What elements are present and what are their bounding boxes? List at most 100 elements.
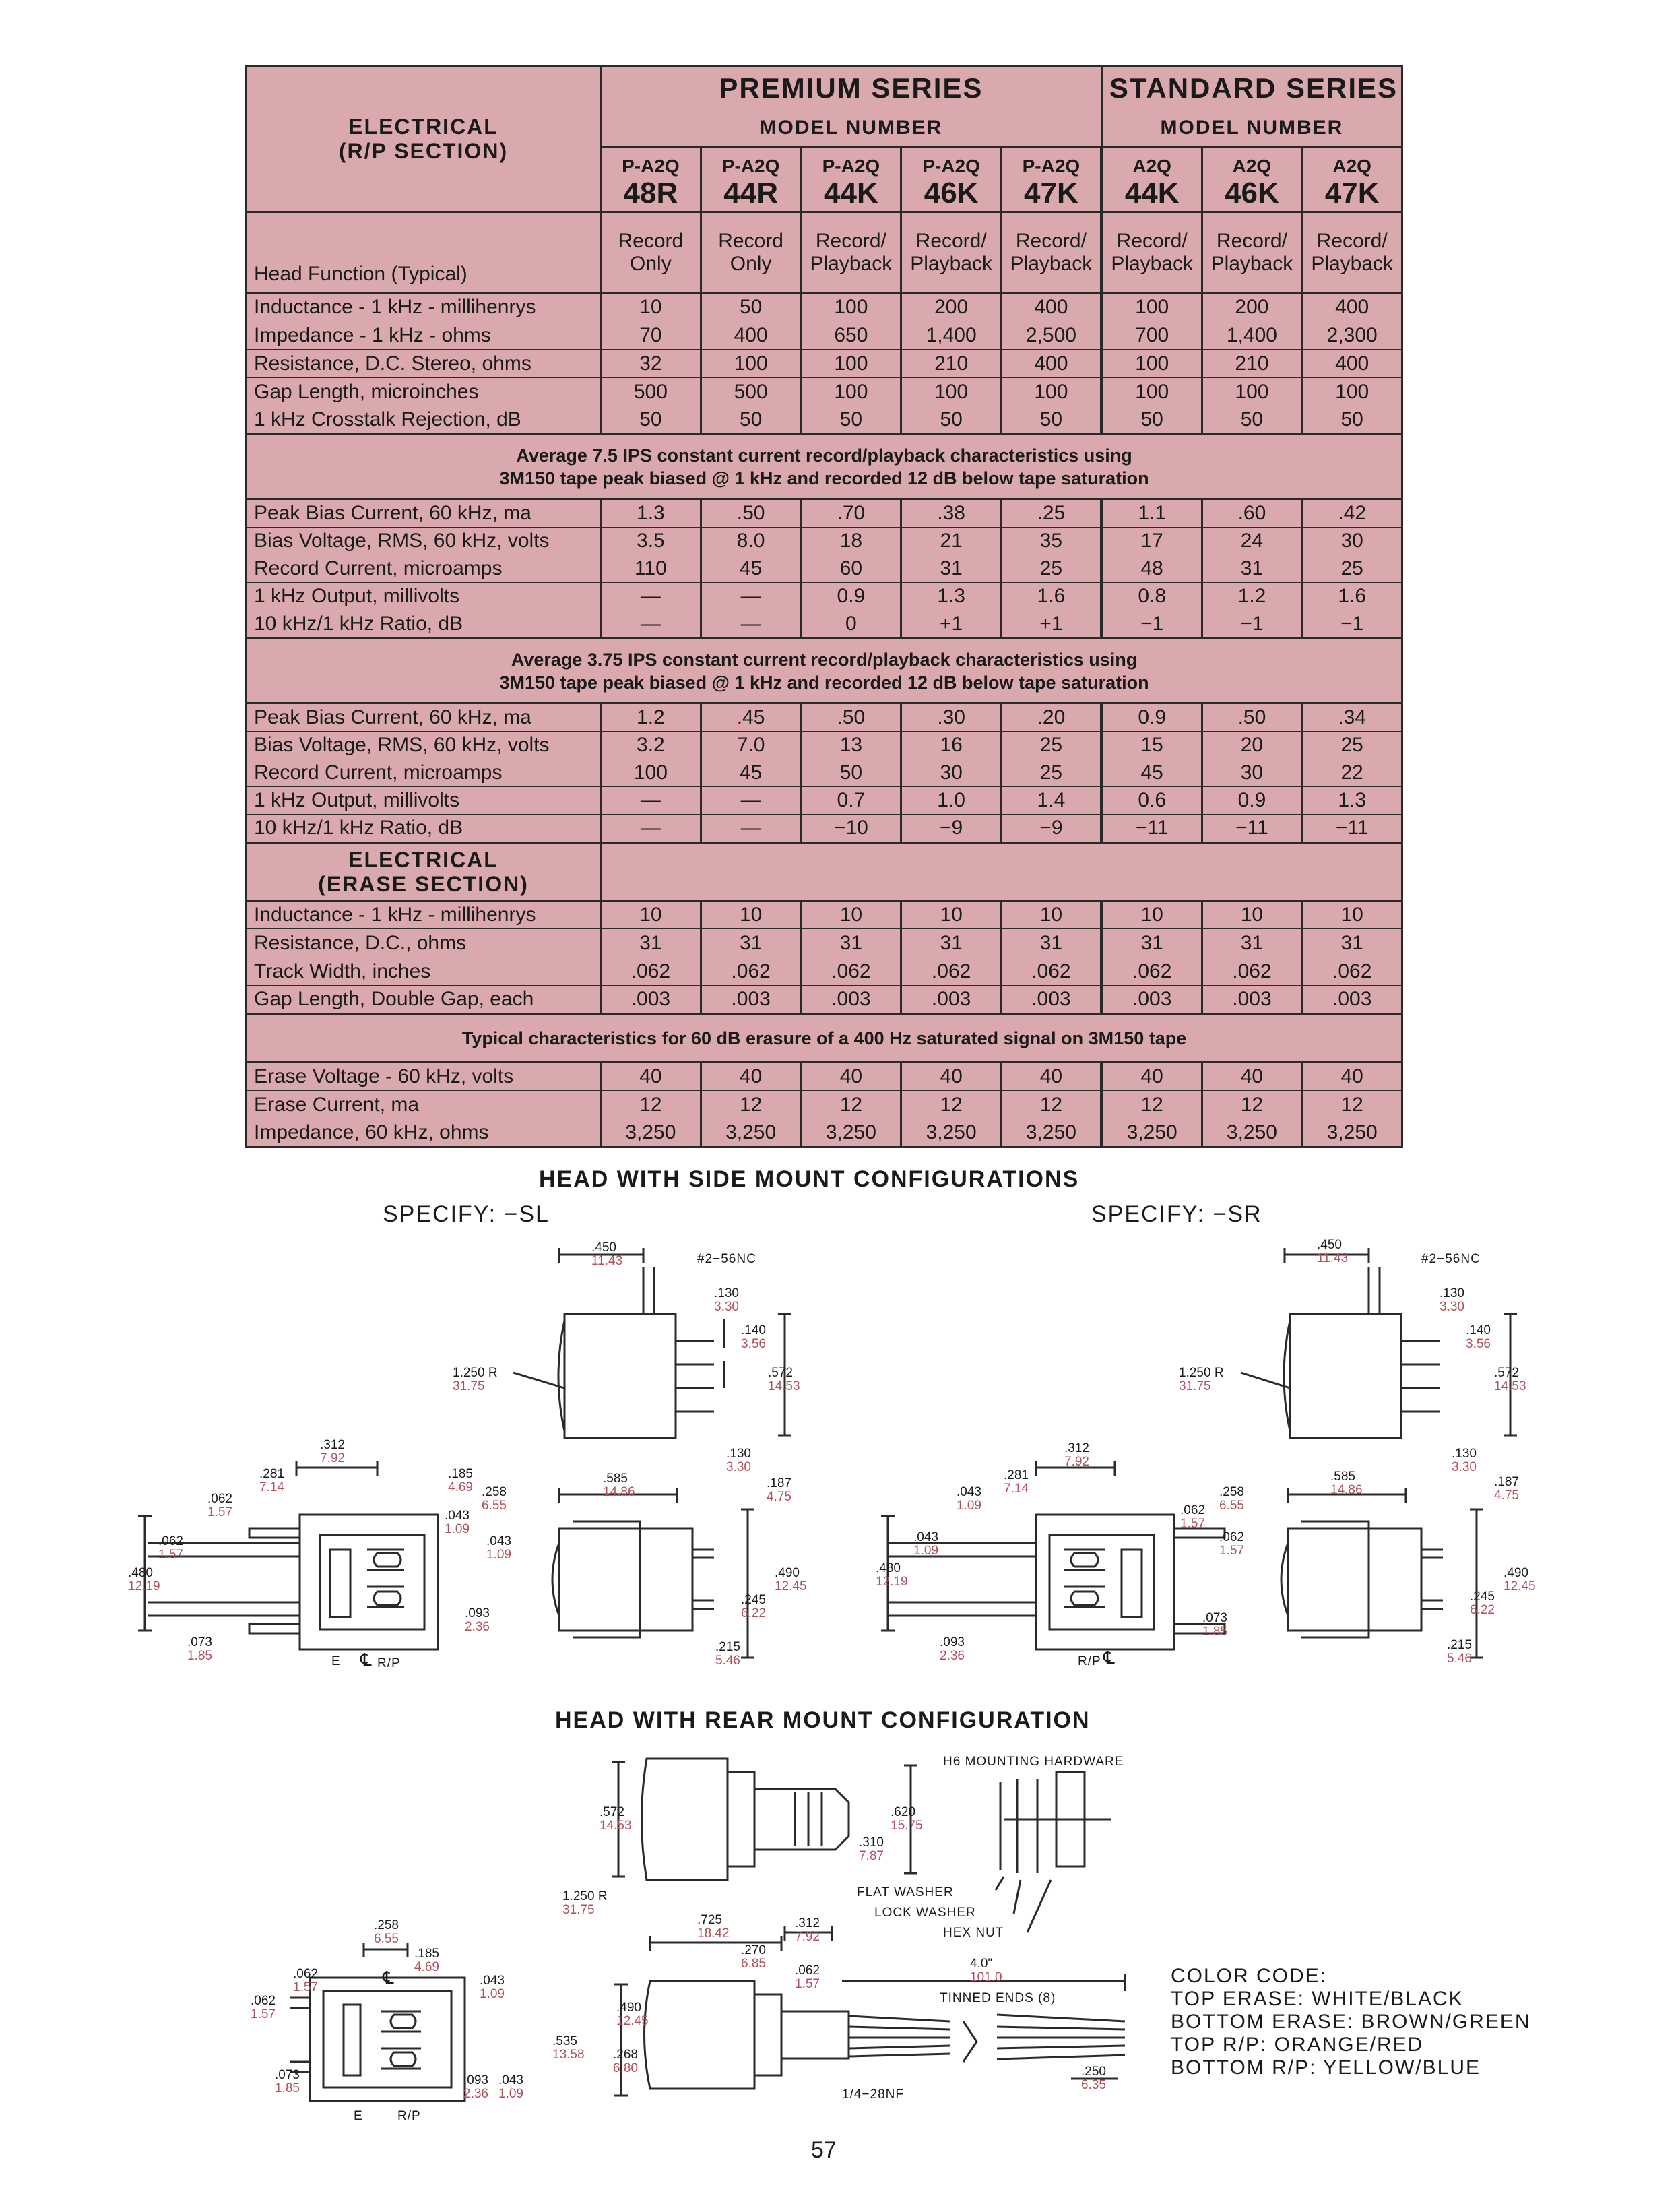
spec-value-cell: .003 xyxy=(1099,985,1203,1015)
note-7-5-ips-line2: 3M150 tape peak biased @ 1 kHz and recor… xyxy=(499,468,1149,489)
dim-in: .258 xyxy=(482,1485,507,1499)
spec-value-cell: +1 xyxy=(900,610,1002,639)
spec-value-cell: 100 xyxy=(900,377,1002,406)
spec-value-cell: 200 xyxy=(900,292,1002,321)
spec-value-cell: 16 xyxy=(900,731,1002,759)
spec-value-cell: 13 xyxy=(800,731,903,759)
spec-value-cell: 8.0 xyxy=(699,527,802,555)
spec-value-cell: 31 xyxy=(900,928,1002,957)
spec-value-cell: 18 xyxy=(800,527,903,555)
spec-value-cell: 1.3 xyxy=(1301,786,1404,815)
dim-mm: 13.58 xyxy=(552,2048,585,2062)
dim-in: .043 xyxy=(486,1534,511,1548)
dim-mm: 5.46 xyxy=(1447,1651,1472,1666)
head-function-line1: Record/ xyxy=(1116,229,1188,252)
note-erase: Typical characteristics for 60 dB erasur… xyxy=(245,1013,1404,1063)
dim-mm: 7.92 xyxy=(320,1451,345,1466)
dim-mm: 101.0 xyxy=(970,1970,1002,1984)
spec-value-cell: 12 xyxy=(900,1090,1002,1119)
dim-in: .312 xyxy=(795,1916,820,1930)
spec-value-cell: 48 xyxy=(1099,555,1203,583)
spec-value-cell: 25 xyxy=(1000,731,1103,759)
dim-in: .281 xyxy=(1004,1468,1029,1482)
dim-in: .130 xyxy=(714,1286,739,1300)
dim-in: .572 xyxy=(768,1366,793,1380)
spec-value-cell: 0.9 xyxy=(1200,786,1303,815)
dim-in: .281 xyxy=(259,1467,284,1481)
dim-in: 4.0" xyxy=(970,1957,993,1971)
spec-value-cell: −11 xyxy=(1200,814,1303,844)
lock-washer-label: LOCK WASHER xyxy=(874,1906,976,1920)
spec-value-cell: 30 xyxy=(900,759,1002,787)
dim-mm: 12.19 xyxy=(876,1575,908,1589)
dim-mm: 4.69 xyxy=(448,1480,473,1494)
dim-in: .043 xyxy=(913,1530,938,1544)
spec-row-label: Erase Current, ma xyxy=(245,1090,602,1119)
spec-value-cell: 45 xyxy=(1099,759,1203,787)
color-code-title: COLOR CODE: xyxy=(1171,1965,1328,1987)
dim-in: 1.250 R xyxy=(562,1889,608,1903)
spec-value-cell: 500 xyxy=(699,377,802,406)
head-function-line2: Only xyxy=(630,252,672,275)
dim-in: .490 xyxy=(616,2001,641,2015)
dim-in: .585 xyxy=(603,1472,628,1486)
spec-value-cell: 1.2 xyxy=(1200,582,1303,610)
dim-in: .215 xyxy=(1447,1638,1472,1652)
spec-value-cell: 40 xyxy=(1000,1061,1103,1091)
dim-mm: 1.09 xyxy=(913,1544,938,1558)
note-3-75-ips-text: Average 3.75 IPS constant current record… xyxy=(245,637,1404,704)
model-prefix: A2Q xyxy=(1132,155,1171,177)
dim-in: .043 xyxy=(480,1974,505,1988)
dim-mm: 1.85 xyxy=(1202,1625,1227,1639)
dim-in: .185 xyxy=(414,1947,439,1961)
dim-mm: 6.22 xyxy=(741,1606,766,1620)
spec-value-cell: .70 xyxy=(800,498,903,528)
spec-row: Gap Length, Double Gap, each.003.003.003… xyxy=(245,985,1404,1015)
model-suffix: 47K xyxy=(1324,176,1380,210)
model-prefix: P-A2Q xyxy=(1022,155,1080,177)
dim-mm: 1.57 xyxy=(1180,1517,1205,1531)
spec-value-cell: 0.9 xyxy=(1099,702,1203,732)
dim-in: .062 xyxy=(293,1967,318,1981)
spec-value-cell: 100 xyxy=(800,292,903,321)
spec-value-cell: 30 xyxy=(1200,759,1303,787)
spec-value-cell: .003 xyxy=(800,985,903,1015)
spec-value-cell: 100 xyxy=(800,349,903,378)
dim-mm: 4.75 xyxy=(767,1490,791,1504)
spec-value-cell: 1.2 xyxy=(600,702,702,732)
dim-mm: 1.57 xyxy=(207,1505,232,1519)
spec-value-cell: .45 xyxy=(699,702,802,732)
dim-in: .245 xyxy=(741,1593,766,1607)
dim-mm: 2.36 xyxy=(463,2087,488,2101)
color-code-top-erase: TOP ERASE: WHITE/BLACK xyxy=(1171,1988,1464,2010)
sl-e-label: E xyxy=(331,1654,341,1668)
note-7-5-ips-text: Average 7.5 IPS constant current record/… xyxy=(245,433,1404,500)
dim-mm: 7.14 xyxy=(259,1480,284,1494)
spec-value-cell: 3.5 xyxy=(600,527,702,555)
dim-mm: 3.30 xyxy=(714,1300,739,1314)
dim-mm: 31.75 xyxy=(562,1903,595,1917)
dim-mm: 3.30 xyxy=(1440,1300,1464,1314)
spec-value-cell: 50 xyxy=(800,406,903,435)
page-number: 57 xyxy=(811,2137,837,2163)
spec-value-cell: 15 xyxy=(1099,731,1203,759)
spec-row-label: Erase Voltage - 60 kHz, volts xyxy=(245,1061,602,1091)
dim-mm: 7.92 xyxy=(1064,1455,1089,1469)
head-function-line1: Record xyxy=(618,229,684,252)
